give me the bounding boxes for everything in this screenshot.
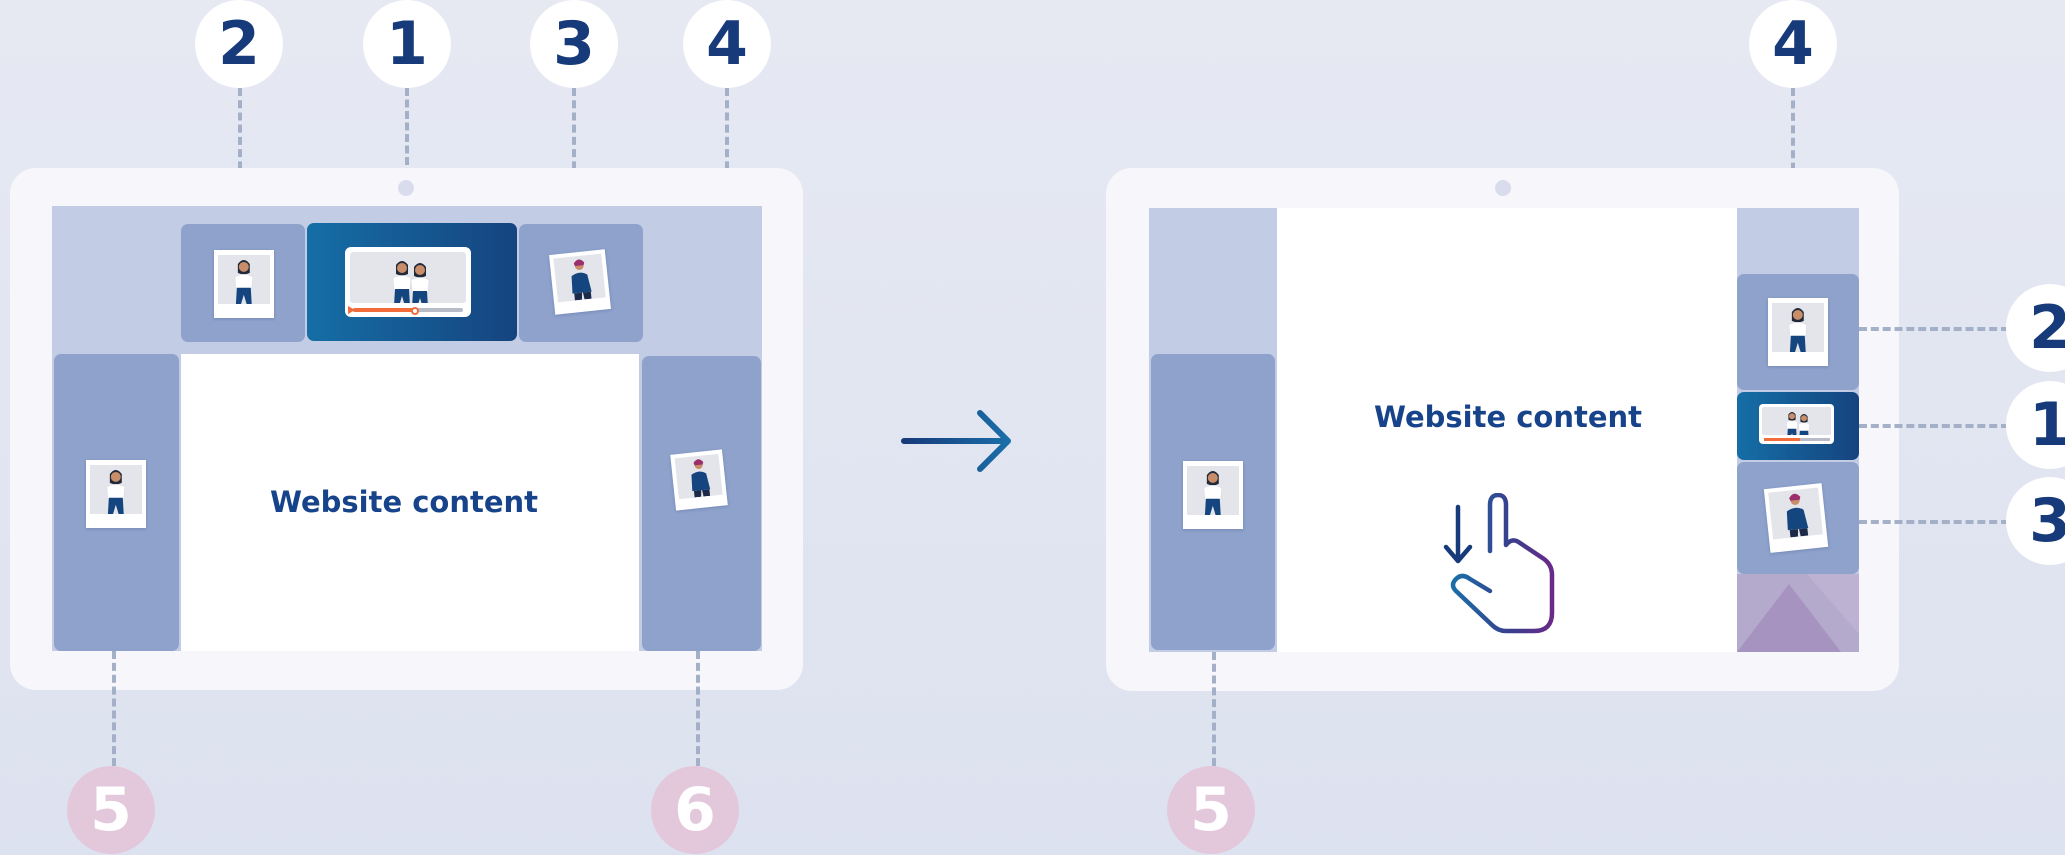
ad-panel-2 xyxy=(1737,274,1859,390)
website-content-label: Website content xyxy=(1374,400,1643,434)
person-photo-icon xyxy=(549,249,611,315)
badge-3: 3 xyxy=(2006,477,2065,565)
ad-panel-2 xyxy=(181,224,305,342)
person-photo-icon xyxy=(214,250,274,318)
person-photo-icon xyxy=(1768,298,1828,366)
leader-line-6 xyxy=(696,651,700,766)
leader-line-1 xyxy=(405,88,409,188)
leader-line-5 xyxy=(1212,652,1216,766)
leader-line-2 xyxy=(238,88,242,206)
hand-swipe-down-icon xyxy=(1443,493,1555,634)
tablet-camera xyxy=(398,180,414,196)
video-player-icon xyxy=(1759,404,1834,444)
badge-4: 4 xyxy=(1749,0,1837,88)
tablet-screen: Website content xyxy=(1149,208,1859,652)
website-content-label: Website content xyxy=(270,485,539,519)
leader-line-5 xyxy=(112,651,116,766)
badge-6: 6 xyxy=(651,766,739,854)
person-photo-icon xyxy=(670,449,728,511)
person-photo-icon xyxy=(86,460,146,528)
person-photo-icon xyxy=(1183,461,1243,529)
ad-panel-5 xyxy=(54,354,179,651)
badge-5: 5 xyxy=(67,766,155,854)
badge-1: 1 xyxy=(2006,381,2065,469)
person-photo-icon xyxy=(1763,483,1829,553)
ad-panel-5 xyxy=(1151,354,1275,650)
leader-line-2 xyxy=(1859,327,2009,331)
arrow-right-icon xyxy=(901,410,1011,472)
badge-2: 2 xyxy=(195,0,283,88)
leader-line-3 xyxy=(1859,520,2009,524)
ad-panel-6 xyxy=(642,356,761,651)
leader-line-3 xyxy=(572,88,576,206)
leader-line-4 xyxy=(1791,88,1795,208)
badge-3: 3 xyxy=(530,0,618,88)
leader-line-4 xyxy=(725,88,729,206)
ad-panel-3 xyxy=(519,224,643,342)
tablet-screen: Website content xyxy=(52,206,762,651)
video-panel-1 xyxy=(307,223,517,341)
badge-5: 5 xyxy=(1167,766,1255,854)
ad-panel-3 xyxy=(1737,462,1859,574)
badge-4: 4 xyxy=(683,0,771,88)
badge-1: 1 xyxy=(363,0,451,88)
leader-line-1 xyxy=(1859,424,2009,428)
website-content-area xyxy=(181,354,639,651)
video-player-icon xyxy=(345,247,471,317)
tablet-camera xyxy=(1495,180,1511,196)
badge-2: 2 xyxy=(2006,284,2065,372)
right-rail-decoration xyxy=(1737,574,1859,652)
video-panel-1 xyxy=(1737,392,1859,460)
